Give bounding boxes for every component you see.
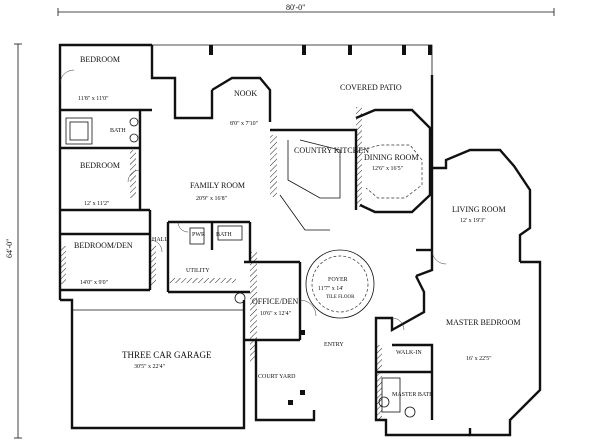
exterior-walls xyxy=(58,43,542,437)
room-foyer-size: 11'7" x 14' xyxy=(318,286,343,292)
room-garage-size: 30'5" x 22'4" xyxy=(134,364,166,370)
room-bath-name: BATH xyxy=(110,128,126,134)
room-bath-2-name: BATH xyxy=(216,232,232,238)
room-bedroom-den-name: BEDROOM/DEN xyxy=(74,241,133,250)
dimension-lines xyxy=(14,8,555,439)
room-master-bedroom-name: MASTER BEDROOM xyxy=(446,318,520,327)
room-bedroom-2-name: BEDROOM xyxy=(80,161,120,170)
room-bedroom-1-name: BEDROOM xyxy=(80,55,120,64)
room-living-room-name: LIVING ROOM xyxy=(452,205,506,214)
room-family-room-size: 20'9" x 16'8" xyxy=(196,196,228,202)
depth-dimension-label: 64'-0" xyxy=(5,239,14,258)
foyer-rotunda xyxy=(305,249,375,319)
room-nook-name: NOOK xyxy=(234,89,257,98)
room-foyer-note: TILE FLOOR xyxy=(326,295,355,300)
room-walk-in-name: WALK-IN xyxy=(396,350,422,356)
room-country-kitchen-name: COUNTRY KITCHEN xyxy=(294,146,369,155)
room-living-room-size: 12' x 19'3" xyxy=(460,218,486,224)
door-swings xyxy=(59,69,447,331)
room-nook-size: 8'0" x 7'10" xyxy=(230,121,259,127)
room-bedroom-2-size: 12' x 11'2" xyxy=(84,201,110,207)
courtyard-columns xyxy=(209,45,432,405)
room-office-den-name: OFFICE/DEN xyxy=(252,297,298,306)
bath-fixtures xyxy=(65,117,416,418)
room-pwr-name: PWR xyxy=(192,232,205,238)
room-court-yard-name: COURT YARD xyxy=(258,374,296,380)
interior-walls xyxy=(60,108,434,420)
room-dining-room-size: 12'6" x 16'5" xyxy=(372,166,404,172)
room-master-bath-name: MASTER BATH xyxy=(392,392,434,398)
room-office-den-size: 10'6" x 12'4" xyxy=(260,311,292,317)
room-entry-name: ENTRY xyxy=(324,342,344,348)
room-covered-patio-name: COVERED PATIO xyxy=(340,83,402,92)
room-master-bedroom-size: 16' x 22'5" xyxy=(466,356,492,362)
room-garage-name: THREE CAR GARAGE xyxy=(122,350,212,360)
room-bedroom-1-size: 11'8" x 11'0" xyxy=(78,96,109,102)
room-dining-room-name: DINING ROOM xyxy=(364,153,418,162)
width-dimension-label: 80'-0" xyxy=(286,3,305,12)
room-family-room-name: FAMILY ROOM xyxy=(190,181,245,190)
room-hall-name: HALL xyxy=(152,237,168,243)
room-foyer-name: FOYER xyxy=(328,277,348,283)
room-utility-name: UTILITY xyxy=(186,268,210,274)
room-bedroom-den-size: 14'0" x 9'0" xyxy=(80,280,109,286)
hatched-walls xyxy=(60,107,382,420)
